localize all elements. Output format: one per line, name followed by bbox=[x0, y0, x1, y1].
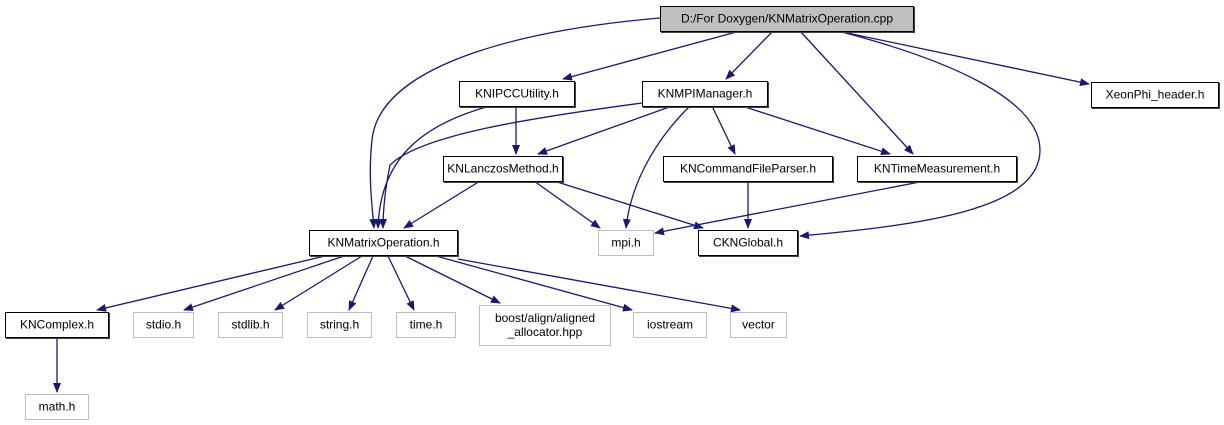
edge-root-to-knipcc bbox=[562, 30, 741, 81]
node-label: math.h bbox=[39, 400, 76, 414]
edge-root-to-knmpi bbox=[725, 30, 774, 80]
edge-knmatrix-to-iostream bbox=[435, 255, 633, 312]
node-mpi: mpi.h bbox=[598, 230, 654, 256]
node-knmpi[interactable]: KNMPIManager.h bbox=[642, 81, 769, 108]
node-shadow bbox=[444, 157, 564, 183]
node-kncomplex[interactable]: KNComplex.h bbox=[5, 312, 110, 339]
edge-knlanczos-to-ckn bbox=[553, 180, 704, 230]
node-label: KNMatrixOperation.h bbox=[327, 236, 439, 250]
node-shadow bbox=[699, 231, 799, 257]
node-root[interactable]: D:/For Doxygen/KNMatrixOperation.cpp bbox=[660, 6, 915, 33]
node-stdio: stdio.h bbox=[133, 312, 194, 338]
node-label: vector bbox=[742, 318, 775, 332]
node-box bbox=[633, 312, 707, 338]
node-label: string.h bbox=[320, 318, 359, 332]
node-shadow bbox=[310, 231, 459, 257]
node-label: KNIPCCUtility.h bbox=[475, 87, 559, 101]
node-kncmd[interactable]: KNCommandFileParser.h bbox=[663, 156, 834, 183]
node-label: KNMPIManager.h bbox=[658, 87, 753, 101]
node-vector: vector bbox=[730, 312, 787, 338]
node-label: D:/For Doxygen/KNMatrixOperation.cpp bbox=[681, 12, 893, 26]
node-label: _allocator.hpp bbox=[507, 325, 583, 339]
node-box bbox=[857, 156, 1017, 182]
node-box bbox=[479, 305, 611, 346]
node-label: KNCommandFileParser.h bbox=[680, 162, 816, 176]
edge-knmpi-to-kncmd bbox=[711, 105, 736, 155]
edge-kntime-to-mpi bbox=[654, 180, 926, 236]
edge-root-to-knmatrix bbox=[369, 17, 661, 229]
node-box bbox=[25, 394, 89, 420]
node-label: KNLanczosMethod.h bbox=[447, 162, 558, 176]
edge-knmpi-to-knmatrix bbox=[379, 102, 643, 229]
edge-knmpi-to-mpi bbox=[622, 105, 691, 229]
node-string: string.h bbox=[307, 312, 372, 338]
edge-knmatrix-to-boost bbox=[404, 255, 501, 304]
node-shadow bbox=[6, 313, 110, 339]
node-label: iostream bbox=[647, 318, 693, 332]
node-label: CKNGlobal.h bbox=[713, 236, 783, 250]
node-iostream: iostream bbox=[633, 312, 707, 338]
node-stdlib: stdlib.h bbox=[218, 312, 283, 338]
node-math: math.h bbox=[25, 394, 89, 420]
node-box bbox=[660, 6, 914, 32]
edge-knmatrix-to-vector bbox=[457, 258, 741, 313]
edge-root-to-kntime bbox=[799, 30, 914, 155]
edge-root-to-xeon bbox=[837, 30, 1090, 87]
node-box bbox=[5, 312, 109, 338]
edge-root-to-ckn bbox=[799, 30, 1041, 240]
node-box bbox=[642, 81, 768, 107]
edge-knmatrix-to-time bbox=[387, 255, 415, 311]
edge-knmatrix-to-string bbox=[348, 255, 374, 311]
node-box bbox=[698, 230, 798, 256]
node-label: stdlib.h bbox=[231, 318, 269, 332]
nodes-layer: D:/For Doxygen/KNMatrixOperation.cppKNIP… bbox=[5, 6, 1220, 420]
node-label: boost/align/aligned bbox=[495, 311, 595, 325]
node-box bbox=[396, 312, 456, 338]
node-box bbox=[133, 312, 194, 338]
node-box bbox=[218, 312, 283, 338]
node-box bbox=[1091, 82, 1219, 108]
node-box bbox=[307, 312, 372, 338]
edge-knmpi-to-knlanczos bbox=[537, 105, 673, 155]
node-label: KNComplex.h bbox=[20, 318, 94, 332]
node-boost: boost/align/aligned_allocator.hpp bbox=[479, 305, 611, 346]
node-shadow bbox=[643, 82, 769, 108]
node-label: KNTimeMeasurement.h bbox=[874, 162, 1000, 176]
edge-knmatrix-to-stdlib bbox=[274, 255, 363, 311]
edge-knmpi-to-kntime bbox=[741, 105, 891, 156]
node-shadow bbox=[858, 157, 1018, 183]
node-box bbox=[443, 156, 563, 182]
node-ckn[interactable]: CKNGlobal.h bbox=[698, 230, 799, 257]
node-box bbox=[598, 230, 654, 256]
edge-knmatrix-to-kncomplex bbox=[96, 255, 326, 312]
node-shadow bbox=[1092, 83, 1220, 109]
node-box bbox=[459, 81, 575, 107]
node-label: time.h bbox=[410, 318, 443, 332]
node-knmatrix[interactable]: KNMatrixOperation.h bbox=[309, 230, 459, 257]
node-knipcc[interactable]: KNIPCCUtility.h bbox=[459, 81, 576, 108]
node-label: stdio.h bbox=[146, 318, 181, 332]
node-box bbox=[309, 230, 458, 256]
node-box bbox=[663, 156, 833, 182]
node-knlanczos[interactable]: KNLanczosMethod.h bbox=[443, 156, 564, 183]
edge-knlanczos-to-mpi bbox=[533, 180, 601, 229]
node-box bbox=[730, 312, 787, 338]
node-label: mpi.h bbox=[611, 236, 640, 250]
node-xeon[interactable]: XeonPhi_header.h bbox=[1091, 82, 1220, 109]
edge-knlanczos-to-knmatrix bbox=[403, 180, 481, 229]
node-label: XeonPhi_header.h bbox=[1106, 88, 1205, 102]
node-shadow bbox=[661, 7, 915, 33]
node-time: time.h bbox=[396, 312, 456, 338]
node-shadow bbox=[460, 82, 576, 108]
node-kntime[interactable]: KNTimeMeasurement.h bbox=[857, 156, 1018, 183]
node-shadow bbox=[664, 157, 834, 183]
edge-knipcc-to-knmatrix bbox=[374, 105, 491, 229]
edges-layer bbox=[53, 17, 1090, 393]
edge-knmatrix-to-stdio bbox=[183, 255, 345, 311]
